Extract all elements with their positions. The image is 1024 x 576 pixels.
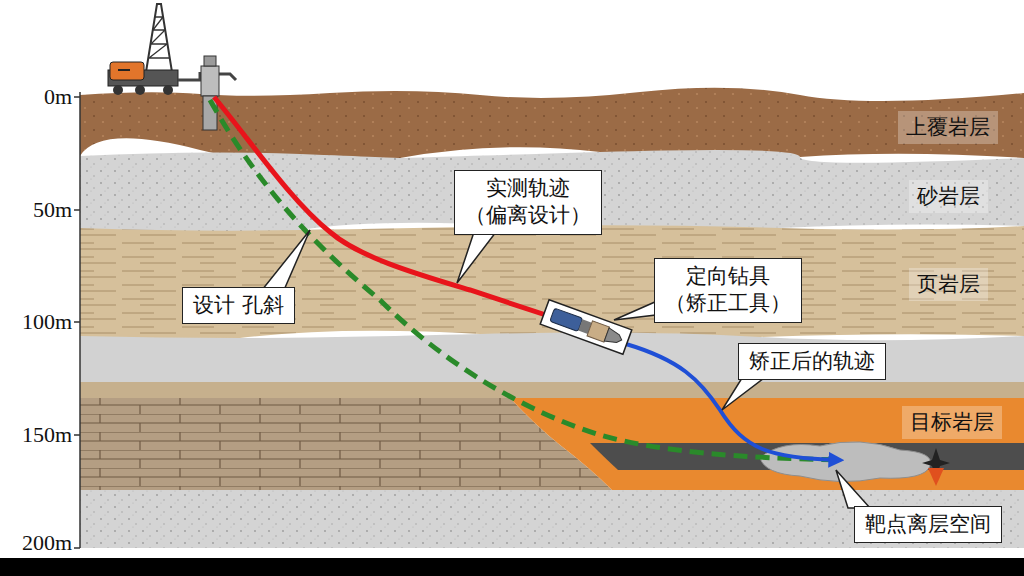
- design-trajectory: [210, 100, 842, 460]
- callout-box: 靶点离层空间: [854, 506, 1002, 543]
- layer-label: 目标岩层: [910, 409, 994, 436]
- callout-text: 实测轨迹 （偏离设计）: [465, 175, 591, 230]
- callout-text: 矫正后的轨迹: [749, 348, 875, 375]
- depth-label: 100m: [22, 309, 72, 335]
- callout-box: 定向钻具 （矫正工具）: [654, 258, 802, 323]
- layer-name: 目标岩层: [902, 406, 1002, 439]
- layer-label: 页岩层: [917, 271, 980, 298]
- layer-label: 上覆岩层: [906, 114, 990, 141]
- callout-text: 靶点离层空间: [865, 511, 991, 538]
- callout-box: 设计 孔斜: [182, 287, 295, 324]
- layer-name: 上覆岩层: [898, 111, 998, 144]
- directional-tool: [540, 300, 632, 355]
- callout-text: 定向钻具 （矫正工具）: [665, 263, 791, 318]
- depth-label: 200m: [22, 530, 72, 556]
- callout-box: 实测轨迹 （偏离设计）: [454, 170, 602, 235]
- layer-label: 砂岩层: [917, 183, 980, 210]
- callout-box: 矫正后的轨迹: [738, 343, 886, 380]
- layer-name: 页岩层: [909, 268, 988, 301]
- callout-text: 设计 孔斜: [193, 292, 284, 319]
- depth-label: 50m: [33, 197, 72, 223]
- depth-label: 0m: [44, 84, 72, 110]
- depth-label: 150m: [22, 422, 72, 448]
- layer-name: 砂岩层: [909, 180, 988, 213]
